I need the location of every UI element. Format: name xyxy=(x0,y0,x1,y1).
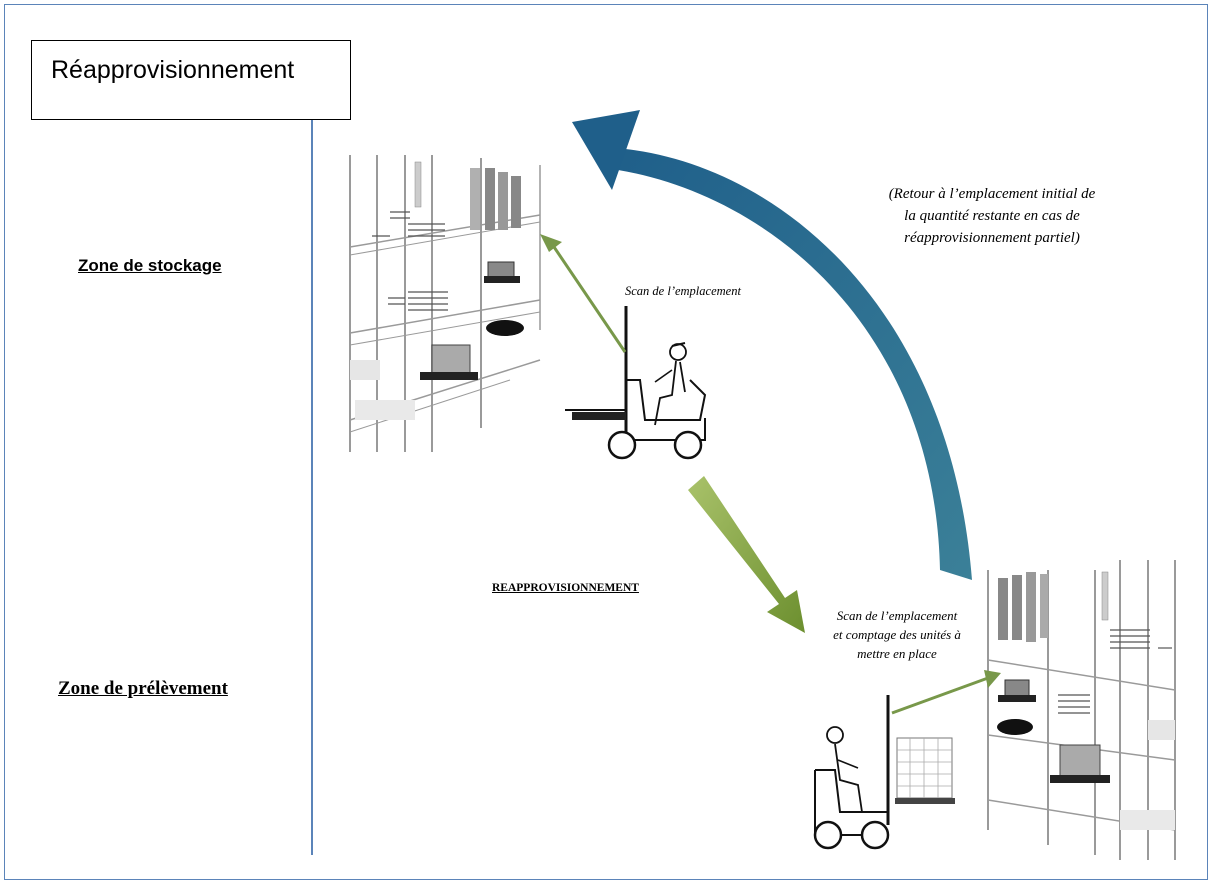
scan-bottom-note: Scan de l’emplacement et comptage des un… xyxy=(812,606,982,663)
return-note-line: la quantité restante en cas de xyxy=(904,208,1080,224)
forklift-icon xyxy=(808,680,960,850)
storage-rack-icon xyxy=(987,560,1176,860)
replenishment-arrow xyxy=(688,476,805,633)
zone-stockage-label: Zone de stockage xyxy=(78,256,222,275)
scan-bottom-note-line: et comptage des unités à xyxy=(833,627,961,642)
scan-arrow-top xyxy=(540,234,627,353)
diagram-frame xyxy=(4,4,1208,880)
return-note: (Retour à l’emplacement initial de la qu… xyxy=(842,183,1142,249)
replenishment-label: REAPPROVISIONNEMENT xyxy=(492,582,639,594)
return-arrow xyxy=(572,110,972,580)
return-note-line: réapprovisionnement partiel) xyxy=(904,230,1080,246)
vertical-divider xyxy=(311,120,313,855)
scan-bottom-note-line: mettre en place xyxy=(857,646,937,661)
page-title: Réapprovisionnement xyxy=(51,56,295,84)
return-note-line: (Retour à l’emplacement initial de xyxy=(888,186,1096,202)
storage-rack-icon xyxy=(349,155,541,452)
scan-bottom-note-line: Scan de l’emplacement xyxy=(836,608,958,623)
scan-top-note: Scan de l’emplacement xyxy=(625,284,741,298)
forklift-icon xyxy=(557,302,709,462)
zone-prelevement-label: Zone de prélèvement xyxy=(58,678,228,699)
scan-arrow-bottom xyxy=(891,670,1001,715)
title-box: Réapprovisionnement xyxy=(31,40,351,120)
